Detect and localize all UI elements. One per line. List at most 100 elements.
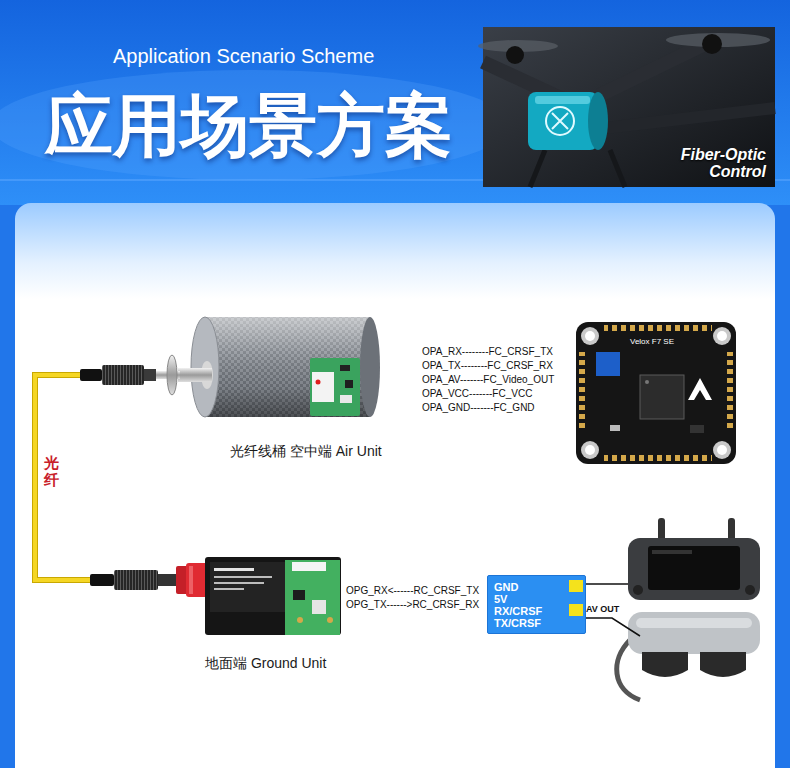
ground-unit: 地面端 Ground Unit — [90, 545, 345, 675]
ground-unit-module — [90, 574, 114, 586]
fiber-spool — [150, 317, 380, 417]
drone-photo — [552, 113, 568, 129]
ground-unit-module — [90, 557, 341, 635]
drone-photo — [588, 92, 608, 150]
air-pcb — [310, 358, 360, 416]
flight-controller — [640, 375, 684, 419]
flight-controller — [581, 327, 599, 345]
receiver-module: GND 5V RX/CRSF TX/CRSF — [487, 575, 586, 634]
flight-controller — [717, 331, 727, 341]
flight-controller — [604, 325, 712, 331]
fiber-cable — [35, 375, 90, 580]
ground-unit-module — [189, 566, 193, 594]
pin-mapping: OPA_RX--------FC_CRSF_TX — [422, 346, 553, 358]
fpv-goggles — [700, 652, 746, 677]
flight-controller — [727, 352, 733, 432]
flight-controller — [688, 378, 712, 400]
ground-unit-module — [205, 557, 341, 635]
drone-photo — [546, 107, 574, 135]
flight-controller — [717, 445, 727, 455]
ground-unit-module — [285, 560, 340, 635]
flight-controller — [713, 327, 731, 345]
flight-controller — [596, 352, 620, 376]
signal-wire — [584, 583, 628, 585]
node-label: 地面端 Ground Unit — [205, 655, 326, 671]
ground-unit-module — [186, 563, 208, 597]
node-label: GND 5V RX/CRSF TX/CRSF — [494, 581, 556, 629]
flight-controller — [576, 322, 736, 464]
flight-controller — [576, 322, 736, 464]
fpv-goggles — [628, 612, 760, 654]
radio-controller — [745, 585, 755, 595]
flight-controller — [581, 441, 599, 459]
flight-controller — [585, 331, 595, 341]
node-label: 光纤线桶 空中端 Air Unit — [230, 443, 382, 459]
fiber-spool — [178, 368, 212, 382]
ground-unit-module — [214, 582, 264, 584]
drone-photo — [528, 92, 598, 150]
fiber-outline — [35, 375, 90, 580]
drone-photo — [535, 96, 590, 104]
air-pcb — [345, 380, 353, 388]
page-background — [0, 0, 790, 205]
pin-mapping: OPA_GND-------FC_GND — [422, 402, 535, 414]
radio-controller — [652, 550, 692, 554]
flight-controller — [713, 441, 731, 459]
drone-photo — [598, 44, 705, 96]
air-pcb — [316, 380, 321, 385]
fpv-goggles — [642, 652, 688, 677]
ground-unit-module — [312, 600, 326, 614]
fiber-spool — [205, 317, 370, 417]
air-pcb — [340, 395, 352, 403]
solder-pad — [569, 580, 583, 592]
ground-unit-module — [114, 570, 158, 590]
drone-photo — [478, 27, 775, 187]
fiber-plug — [144, 369, 156, 381]
page-background — [0, 70, 510, 180]
port-label: AV OUT — [586, 604, 619, 614]
fiber-spool — [191, 317, 219, 417]
page-title: 应用场景方案 — [45, 86, 453, 164]
flight-controller — [645, 380, 649, 384]
ground-unit-module — [214, 588, 244, 590]
air-pcb — [312, 372, 334, 402]
fpv-goggles — [636, 618, 752, 628]
drone-photo — [530, 150, 625, 187]
air-pcb — [340, 365, 350, 371]
air-unit: 光纤线桶 空中端 Air Unit — [80, 305, 420, 465]
air-pcb — [310, 358, 360, 416]
fiber-spool — [205, 317, 370, 417]
flight-controller — [690, 425, 704, 433]
pin-mapping: OPG_TX------>RC_CRSF_RX — [346, 599, 479, 611]
ground-unit-module — [210, 562, 285, 612]
drone-photo — [702, 34, 722, 54]
ground-unit-module — [297, 617, 303, 623]
edge-label: 光纤 — [44, 455, 59, 488]
ground-unit-module — [292, 562, 326, 571]
fiber-plug — [102, 365, 144, 385]
flight-controller — [579, 352, 585, 432]
fiber-plug — [80, 369, 102, 381]
ground-unit-module — [214, 568, 254, 571]
ground-unit-module — [327, 617, 333, 623]
pin-mapping: OPA_VCC-------FC_VCC — [422, 388, 532, 400]
fiber-spool — [360, 317, 380, 417]
subtitle: Application Scenario Scheme — [113, 45, 374, 68]
flight-controller — [604, 455, 712, 461]
pin-mapping: OPA_AV-------FC_Video_OUT — [422, 374, 554, 386]
fiber-spool — [167, 355, 177, 395]
ground-unit-module — [293, 590, 305, 600]
ground-unit-module — [214, 576, 272, 578]
signal-wire — [584, 584, 640, 636]
fiber-plug — [80, 365, 156, 385]
ground-unit-module — [158, 574, 176, 586]
radio-controller — [648, 546, 740, 590]
content-panel — [15, 203, 775, 768]
solder-pad — [569, 604, 583, 616]
flight-controller: Velox F7 SE — [572, 318, 740, 468]
radio-controller — [633, 585, 643, 595]
pin-mapping: OPG_RX<------RC_CRSF_TX — [346, 585, 479, 597]
flight-controller — [610, 425, 620, 431]
node-label: Velox F7 SE — [628, 337, 676, 346]
